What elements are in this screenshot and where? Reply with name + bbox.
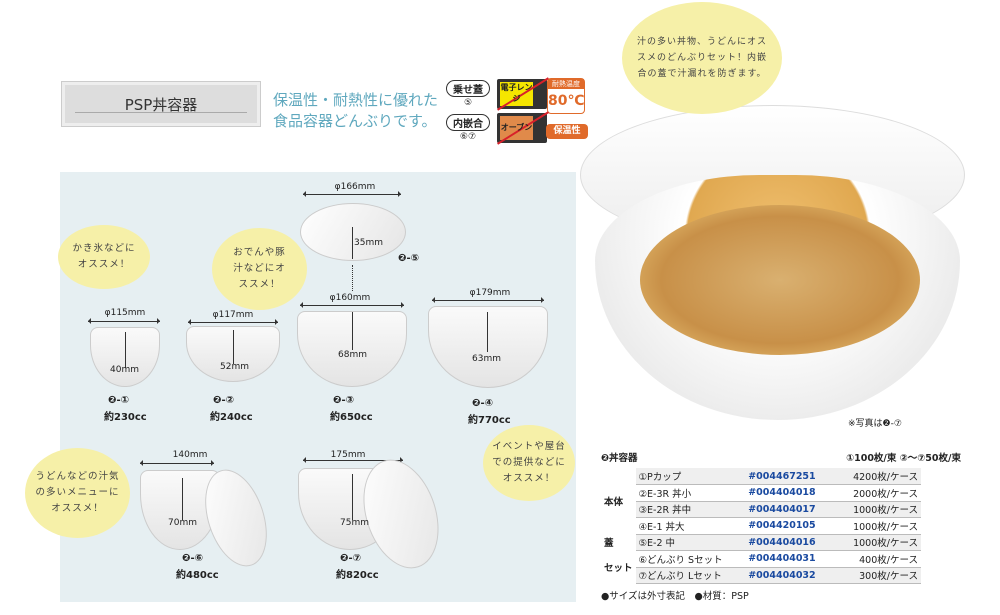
footnotes: ●サイズは外寸表記 ●材質：PSP [601, 591, 749, 602]
height-arrow [352, 227, 353, 259]
product-volume: 約820cc [336, 570, 379, 581]
microwave-label: 電子レンジ [500, 83, 533, 103]
speech-bubble-oden: おでんや豚汁などにオススメ！ [212, 228, 307, 310]
dimension-width: φ115mm [104, 308, 146, 318]
width-arrow [140, 460, 214, 466]
product-code: ❷-④ [472, 398, 494, 409]
speech-bubble-top: 汁の多い丼物、うどんにオススメのどんぶりセット！内嵌合の蓋で汁漏れを防ぎます。 [622, 2, 782, 114]
dimension-width: φ160mm [329, 293, 371, 303]
page-title: PSP丼容器 [62, 82, 260, 126]
packing-info: ①100枚/束 ②〜⑦50枚/束 [846, 453, 961, 464]
product-code: ❷-⑦ [340, 553, 362, 564]
badge-inner-fit-items: ⑥⑦ [459, 132, 477, 142]
dimension-height: 40mm [110, 365, 139, 375]
tagline: 保温性・耐熱性に優れた食品容器どんぶりです。 [273, 91, 439, 130]
dimension-height: 68mm [338, 350, 367, 360]
dotted-connector [352, 265, 353, 291]
product-code: ❷-① [108, 395, 130, 406]
product-volume: 約480cc [176, 570, 219, 581]
width-arrow [303, 457, 403, 463]
height-arrow [487, 312, 488, 352]
dimension-height: 63mm [472, 354, 501, 364]
keep-warm-badge: 保温性 [546, 124, 588, 139]
product-volume: 約650cc [330, 412, 373, 423]
badge-lid-on: 乗せ蓋 [446, 80, 490, 97]
product-code: ❷-③ [333, 395, 355, 406]
dimension-width: 140mm [172, 450, 208, 460]
width-arrow [188, 319, 278, 325]
product-code: ❷-② [213, 395, 235, 406]
width-arrow [432, 297, 544, 303]
product-volume: 約770cc [468, 415, 511, 426]
oven-screen [500, 116, 533, 140]
photo-caption: ※写真は❷-⑦ [848, 419, 902, 429]
dimension-height: 75mm [340, 518, 369, 528]
table-title: ❷丼容器 [601, 453, 638, 464]
microwave-screen [500, 82, 533, 106]
dimension-height: 70mm [168, 518, 197, 528]
product-image-lid [300, 203, 406, 261]
dimension-width: φ166mm [334, 182, 376, 192]
no-oven-icon: オーブン [497, 111, 549, 145]
product-code: ❷-⑥ [182, 553, 204, 564]
height-arrow [182, 478, 183, 520]
speech-bubble-event: イベントや屋台での提供などにオススメ！ [483, 425, 575, 501]
product-volume: 約230cc [104, 412, 147, 423]
width-arrow [88, 318, 160, 324]
dimension-width: 175mm [330, 450, 366, 460]
height-arrow [233, 330, 234, 364]
width-arrow [303, 191, 401, 197]
product-volume: 約240cc [210, 412, 253, 423]
height-arrow [352, 312, 353, 350]
oven-label: オーブン [500, 123, 533, 132]
dimension-width: φ179mm [469, 288, 511, 298]
height-arrow [125, 332, 126, 368]
photo-oyakodon [640, 205, 920, 355]
no-microwave-icon: 電子レンジ [497, 77, 549, 111]
dimension-height: 52mm [220, 362, 249, 372]
width-arrow [300, 302, 404, 308]
badge-lid-on-items: ⑤ [463, 98, 473, 108]
dimension-height: 35mm [354, 238, 383, 248]
badge-inner-fit: 内嵌合 [446, 114, 490, 131]
speech-bubble-udon: うどんなどの汁気の多いメニューにオススメ！ [25, 448, 130, 538]
height-arrow [352, 474, 353, 520]
speech-bubble-kakigori: かき氷などにオススメ！ [58, 225, 150, 289]
dimension-width: φ117mm [212, 310, 254, 320]
product-code: ❷-⑤ [398, 253, 420, 264]
